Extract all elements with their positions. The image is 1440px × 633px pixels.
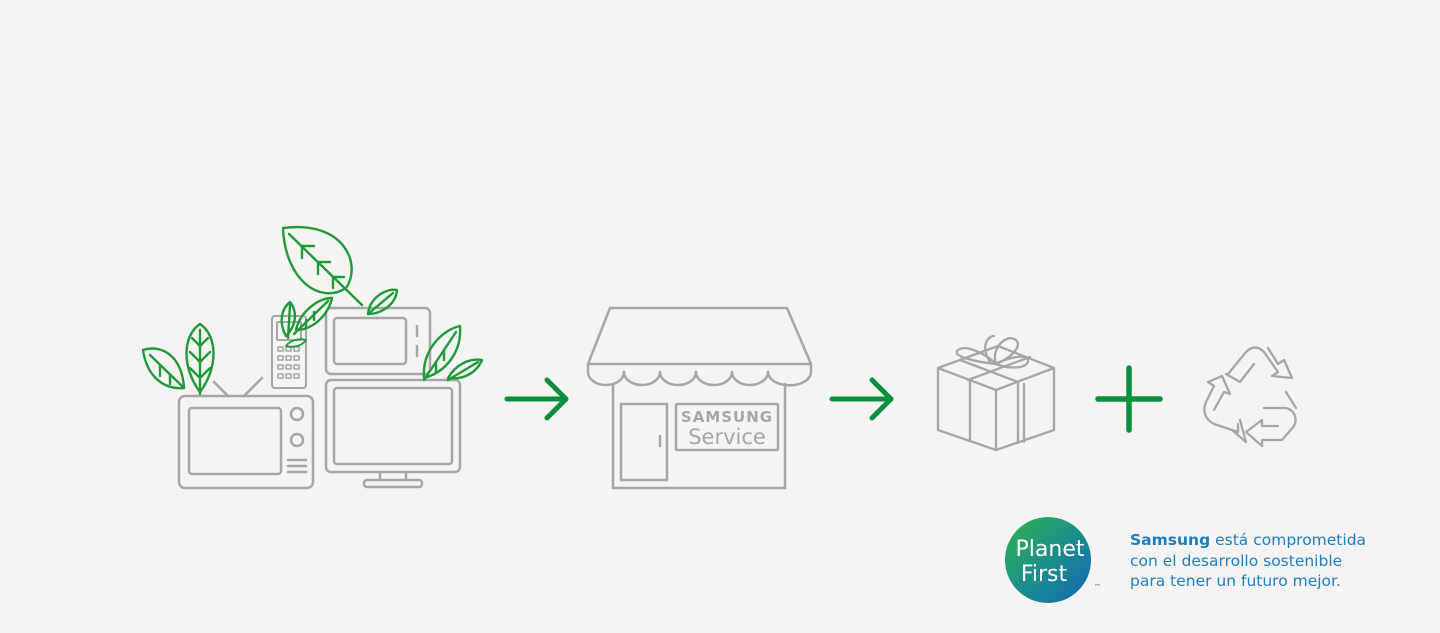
tv-antenna: [212, 376, 264, 398]
caption-line1: Samsung está comprometida: [1130, 530, 1366, 551]
leaf-icon: [281, 225, 364, 307]
leaf-icon: [446, 358, 484, 382]
badge-line1: Planet: [1016, 537, 1085, 562]
arrow-right-icon: [504, 377, 569, 421]
planet-first-badge: Planet First ™: [1005, 517, 1101, 603]
plus-icon: [1095, 365, 1163, 433]
tv-icon: [177, 394, 315, 490]
caption-line2: con el desarrollo sostenible: [1130, 551, 1343, 570]
arrow-right-icon: [829, 377, 894, 421]
leaf-icon: [280, 300, 297, 340]
store-sign: [674, 402, 780, 452]
leaf-icon: [366, 288, 399, 316]
leaf-icon: [285, 338, 307, 348]
monitor-icon: [324, 378, 462, 489]
badge-trademark: ™: [1094, 583, 1101, 591]
leaf-icon: [185, 322, 215, 396]
microwave-icon: [324, 306, 432, 376]
leaf-icon: [422, 324, 462, 382]
caption-brand: Samsung: [1130, 531, 1211, 549]
recycle-icon: [1203, 346, 1298, 448]
sustainability-caption: Samsung está comprometida con el desarro…: [1130, 530, 1366, 592]
leaf-icon: [292, 296, 334, 336]
leaf-icon: [141, 347, 186, 390]
store-door: [619, 402, 669, 482]
old-electronics-group: [177, 306, 462, 490]
gift-icon: [936, 334, 1056, 452]
store-sign-brand: SAMSUNG: [681, 408, 773, 426]
caption-line1-rest: está comprometida: [1210, 531, 1367, 549]
leaves-group: [141, 225, 484, 396]
store-sign-service: Service: [688, 425, 766, 449]
badge-line2: First: [1021, 562, 1068, 587]
store-icon: [586, 306, 813, 490]
caption-line3: para tener un futuro mejor.: [1130, 572, 1341, 590]
